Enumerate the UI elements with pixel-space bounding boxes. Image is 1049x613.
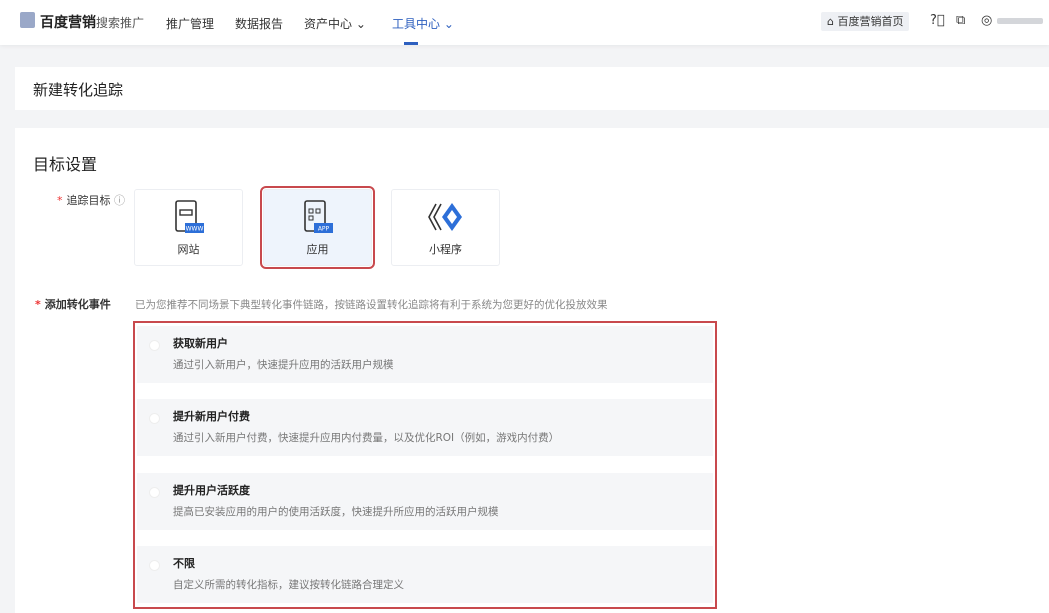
active-nav-indicator [404,42,418,45]
home-button[interactable]: ⌂ 百度营销首页 [821,12,910,31]
target-label: 小程序 [429,243,462,256]
event-desc: 自定义所需的转化指标，建议按转化链路合理定义 [173,579,404,591]
page-title: 新建转化追踪 [33,81,124,99]
target-label: 网站 [177,243,200,256]
nav-tools[interactable]: 工具中心 ⌄ [392,15,454,32]
help-icon[interactable]: ⓘ [114,194,125,207]
nav-assets[interactable]: 资产中心 ⌄ [304,15,366,32]
user-icon[interactable]: ◎ [981,13,993,28]
product-name: 搜索推广 [96,16,145,30]
event-option[interactable]: 提升用户活跃度提高已安装应用的用户的使用活跃度，快速提升所应用的活跃用户规模 [137,473,713,530]
radio-button[interactable] [149,340,160,351]
username-blurred[interactable] [997,18,1043,24]
top-nav: 百度营销 搜索推广 推广管理 数据报告 资产中心 ⌄ 工具中心 ⌄ ⌂ 百度营销… [0,0,1049,45]
add-event-label: *添加转化事件 [35,298,111,311]
track-target-label: *追踪目标 ⓘ [57,194,125,207]
chevron-down-icon: ⌄ [443,17,454,31]
target-label: 应用 [306,243,329,256]
svg-text:APP: APP [317,226,329,233]
chevron-down-icon: ⌄ [355,17,366,31]
event-desc: 通过引入新用户付费，快速提升应用内付费量，以及优化ROI（例如，游戏内付费） [173,432,560,444]
event-desc: 提高已安装应用的用户的使用活跃度，快速提升所应用的活跃用户规模 [173,506,499,518]
nav-reports[interactable]: 数据报告 [235,17,284,31]
nav-assets-label: 资产中心 [304,17,353,31]
add-event-text: 添加转化事件 [44,298,111,311]
section-title: 目标设置 [33,155,98,174]
events-hint: 已为您推荐不同场景下典型转化事件链路，按链路设置转化追踪将有利于系统为您更好的优… [135,299,608,311]
radio-button[interactable] [149,413,160,424]
radio-button[interactable] [149,487,160,498]
title-card: 新建转化追踪 [15,67,1049,110]
event-title: 不限 [173,557,195,570]
brand[interactable]: 百度营销 [40,15,96,31]
nav-promotion[interactable]: 推广管理 [166,17,215,31]
event-title: 提升新用户付费 [173,410,250,423]
event-option[interactable]: 获取新用户通过引入新用户，快速提升应用的活跃用户规模 [137,326,713,383]
svg-text:WWW: WWW [185,226,203,233]
copy-icon[interactable]: ⧉ [956,13,966,28]
event-option[interactable]: 不限自定义所需的转化指标，建议按转化链路合理定义 [137,546,713,603]
target-website[interactable]: WWW 网站 [134,189,243,266]
event-title: 获取新用户 [173,337,228,350]
nav-tools-label: 工具中心 [392,17,441,31]
track-target-text: 追踪目标 [66,194,111,207]
radio-button[interactable] [149,560,160,571]
help-icon[interactable]: ?⃝ [930,13,945,28]
event-list: 获取新用户通过引入新用户，快速提升应用的活跃用户规模 提升新用户付费通过引入新用… [133,321,717,609]
event-title: 提升用户活跃度 [173,484,250,497]
baidu-logo-icon [20,12,35,28]
target-mini-program[interactable]: 小程序 [391,189,500,266]
home-label: 百度营销首页 [837,15,904,28]
target-settings-card: 目标设置 *追踪目标 ⓘ WWW 网站 APP 应用 小程序 *添加转化事件 已… [15,128,1049,613]
website-icon: WWW [135,199,242,235]
event-desc: 通过引入新用户，快速提升应用的活跃用户规模 [173,359,394,371]
target-app[interactable]: APP 应用 [260,186,375,269]
app-icon: APP [264,199,371,235]
home-icon: ⌂ [827,15,834,28]
mini-program-icon [392,199,499,235]
event-option[interactable]: 提升新用户付费通过引入新用户付费，快速提升应用内付费量，以及优化ROI（例如，游… [137,399,713,456]
